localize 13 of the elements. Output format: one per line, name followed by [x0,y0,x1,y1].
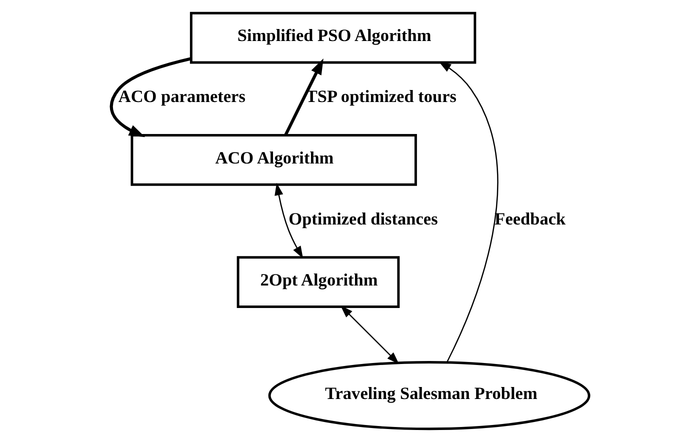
edge-label: Feedback [494,209,566,228]
edge-label: Optimized distances [288,209,438,228]
arrow [274,182,303,259]
node-box: Simplified PSO Algorithm [189,12,476,64]
node-box: ACO Algorithm [130,134,416,186]
arrow [438,62,498,362]
node-box: 2Opt Algorithm [236,256,400,308]
node-ellipse: Traveling Salesman Problem [268,361,590,430]
arrow [109,57,191,138]
edge-label: TSP optimized tours [305,87,456,106]
arrow [340,306,399,364]
arrow [284,58,323,136]
edge-label: ACO parameters [118,87,245,106]
